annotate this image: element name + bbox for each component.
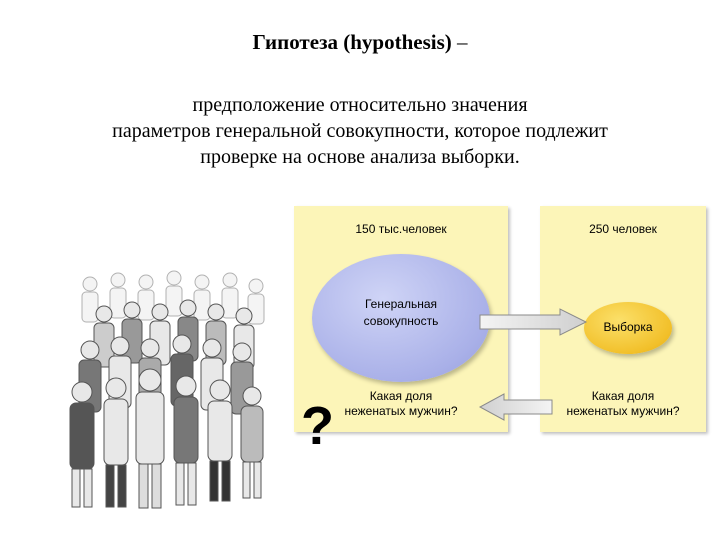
population-ellipse-line-2: совокупность [363, 314, 439, 328]
population-ellipse-label: Генеральная совокупность [312, 296, 490, 330]
sample-question: Какая доля неженатых мужчин? [540, 389, 706, 419]
population-panel: 150 тыс.человек Генеральная совокупность… [294, 206, 508, 432]
title-dash: – [457, 30, 468, 54]
population-question-line-2: неженатых мужчин? [344, 404, 458, 418]
definition-line-3: проверке на основе анализа выборки. [200, 146, 520, 168]
definition-line-1: предположение относительно значения [192, 94, 528, 116]
population-count-label: 150 тыс.человек [355, 222, 447, 236]
population-question: Какая доля неженатых мужчин? [294, 389, 508, 419]
sample-count-label: 250 человек [589, 222, 657, 236]
arrow-left-icon [478, 393, 553, 421]
definition-text: предположение относительно значения пара… [40, 92, 680, 170]
sample-question-line-2: неженатых мужчин? [566, 404, 680, 418]
sample-ellipse-label: Выборка [603, 320, 653, 334]
slide-title: Гипотеза (hypothesis) – [0, 30, 720, 55]
population-ellipse-line-1: Генеральная [364, 297, 438, 311]
definition-line-2: параметров генеральной совокупности, кот… [112, 120, 608, 142]
arrow-right-icon [479, 308, 588, 336]
title-term: Гипотеза (hypothesis) [252, 30, 452, 54]
crowd-of-people-icon [69, 270, 265, 509]
population-question-line-1: Какая доля [369, 389, 433, 403]
question-mark: ? [301, 396, 334, 456]
population-ellipse: Генеральная совокупность [312, 254, 490, 382]
sample-ellipse: Выборка [584, 302, 672, 354]
sample-question-line-1: Какая доля [591, 389, 655, 403]
